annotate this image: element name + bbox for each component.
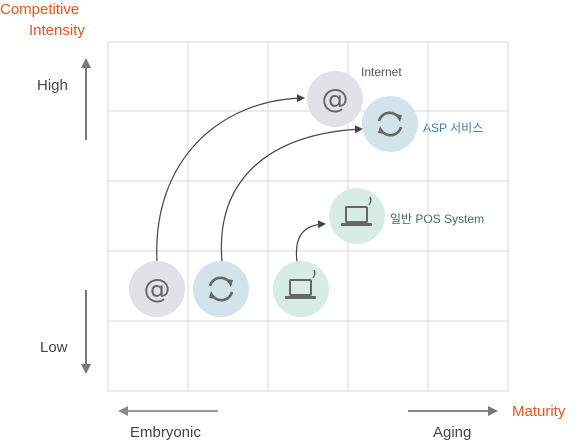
laptop-icon xyxy=(341,196,372,226)
y-axis-up-arrow xyxy=(81,58,91,140)
asp-circle-low xyxy=(193,261,249,317)
x-axis-title: Maturity xyxy=(512,403,566,420)
at-icon: @ xyxy=(144,274,171,305)
asp-service-label: ASP 서비스 xyxy=(423,121,484,135)
internet-circle-high: @ xyxy=(307,71,363,127)
pos-circle-high xyxy=(329,188,385,244)
pos-circle-low xyxy=(273,261,329,317)
y-axis-down-arrow xyxy=(81,290,91,374)
x-axis-aging-label: Aging xyxy=(433,424,472,441)
grid-border xyxy=(107,41,509,392)
y-axis-low-label: Low xyxy=(40,339,68,356)
internet-growth-arrow xyxy=(156,94,305,263)
x-axis-left-arrow xyxy=(118,406,218,416)
asp-circle-high xyxy=(362,96,418,152)
x-axis-embryonic-label: Embryonic xyxy=(130,424,201,441)
internet-label: Internet xyxy=(361,65,402,79)
asp-growth-arrow xyxy=(220,125,363,263)
pos-system-label: 일반 POS System xyxy=(390,212,485,226)
laptop-icon xyxy=(285,269,316,299)
at-icon: @ xyxy=(322,84,349,115)
y-axis-title-line2: Intensity xyxy=(29,22,85,39)
x-axis-right-arrow xyxy=(408,406,498,416)
pos-growth-arrow xyxy=(295,220,326,263)
y-axis-high-label: High xyxy=(37,77,68,94)
y-axis-title-line1: Competitive xyxy=(0,1,80,18)
internet-circle-low: @ xyxy=(129,261,185,317)
